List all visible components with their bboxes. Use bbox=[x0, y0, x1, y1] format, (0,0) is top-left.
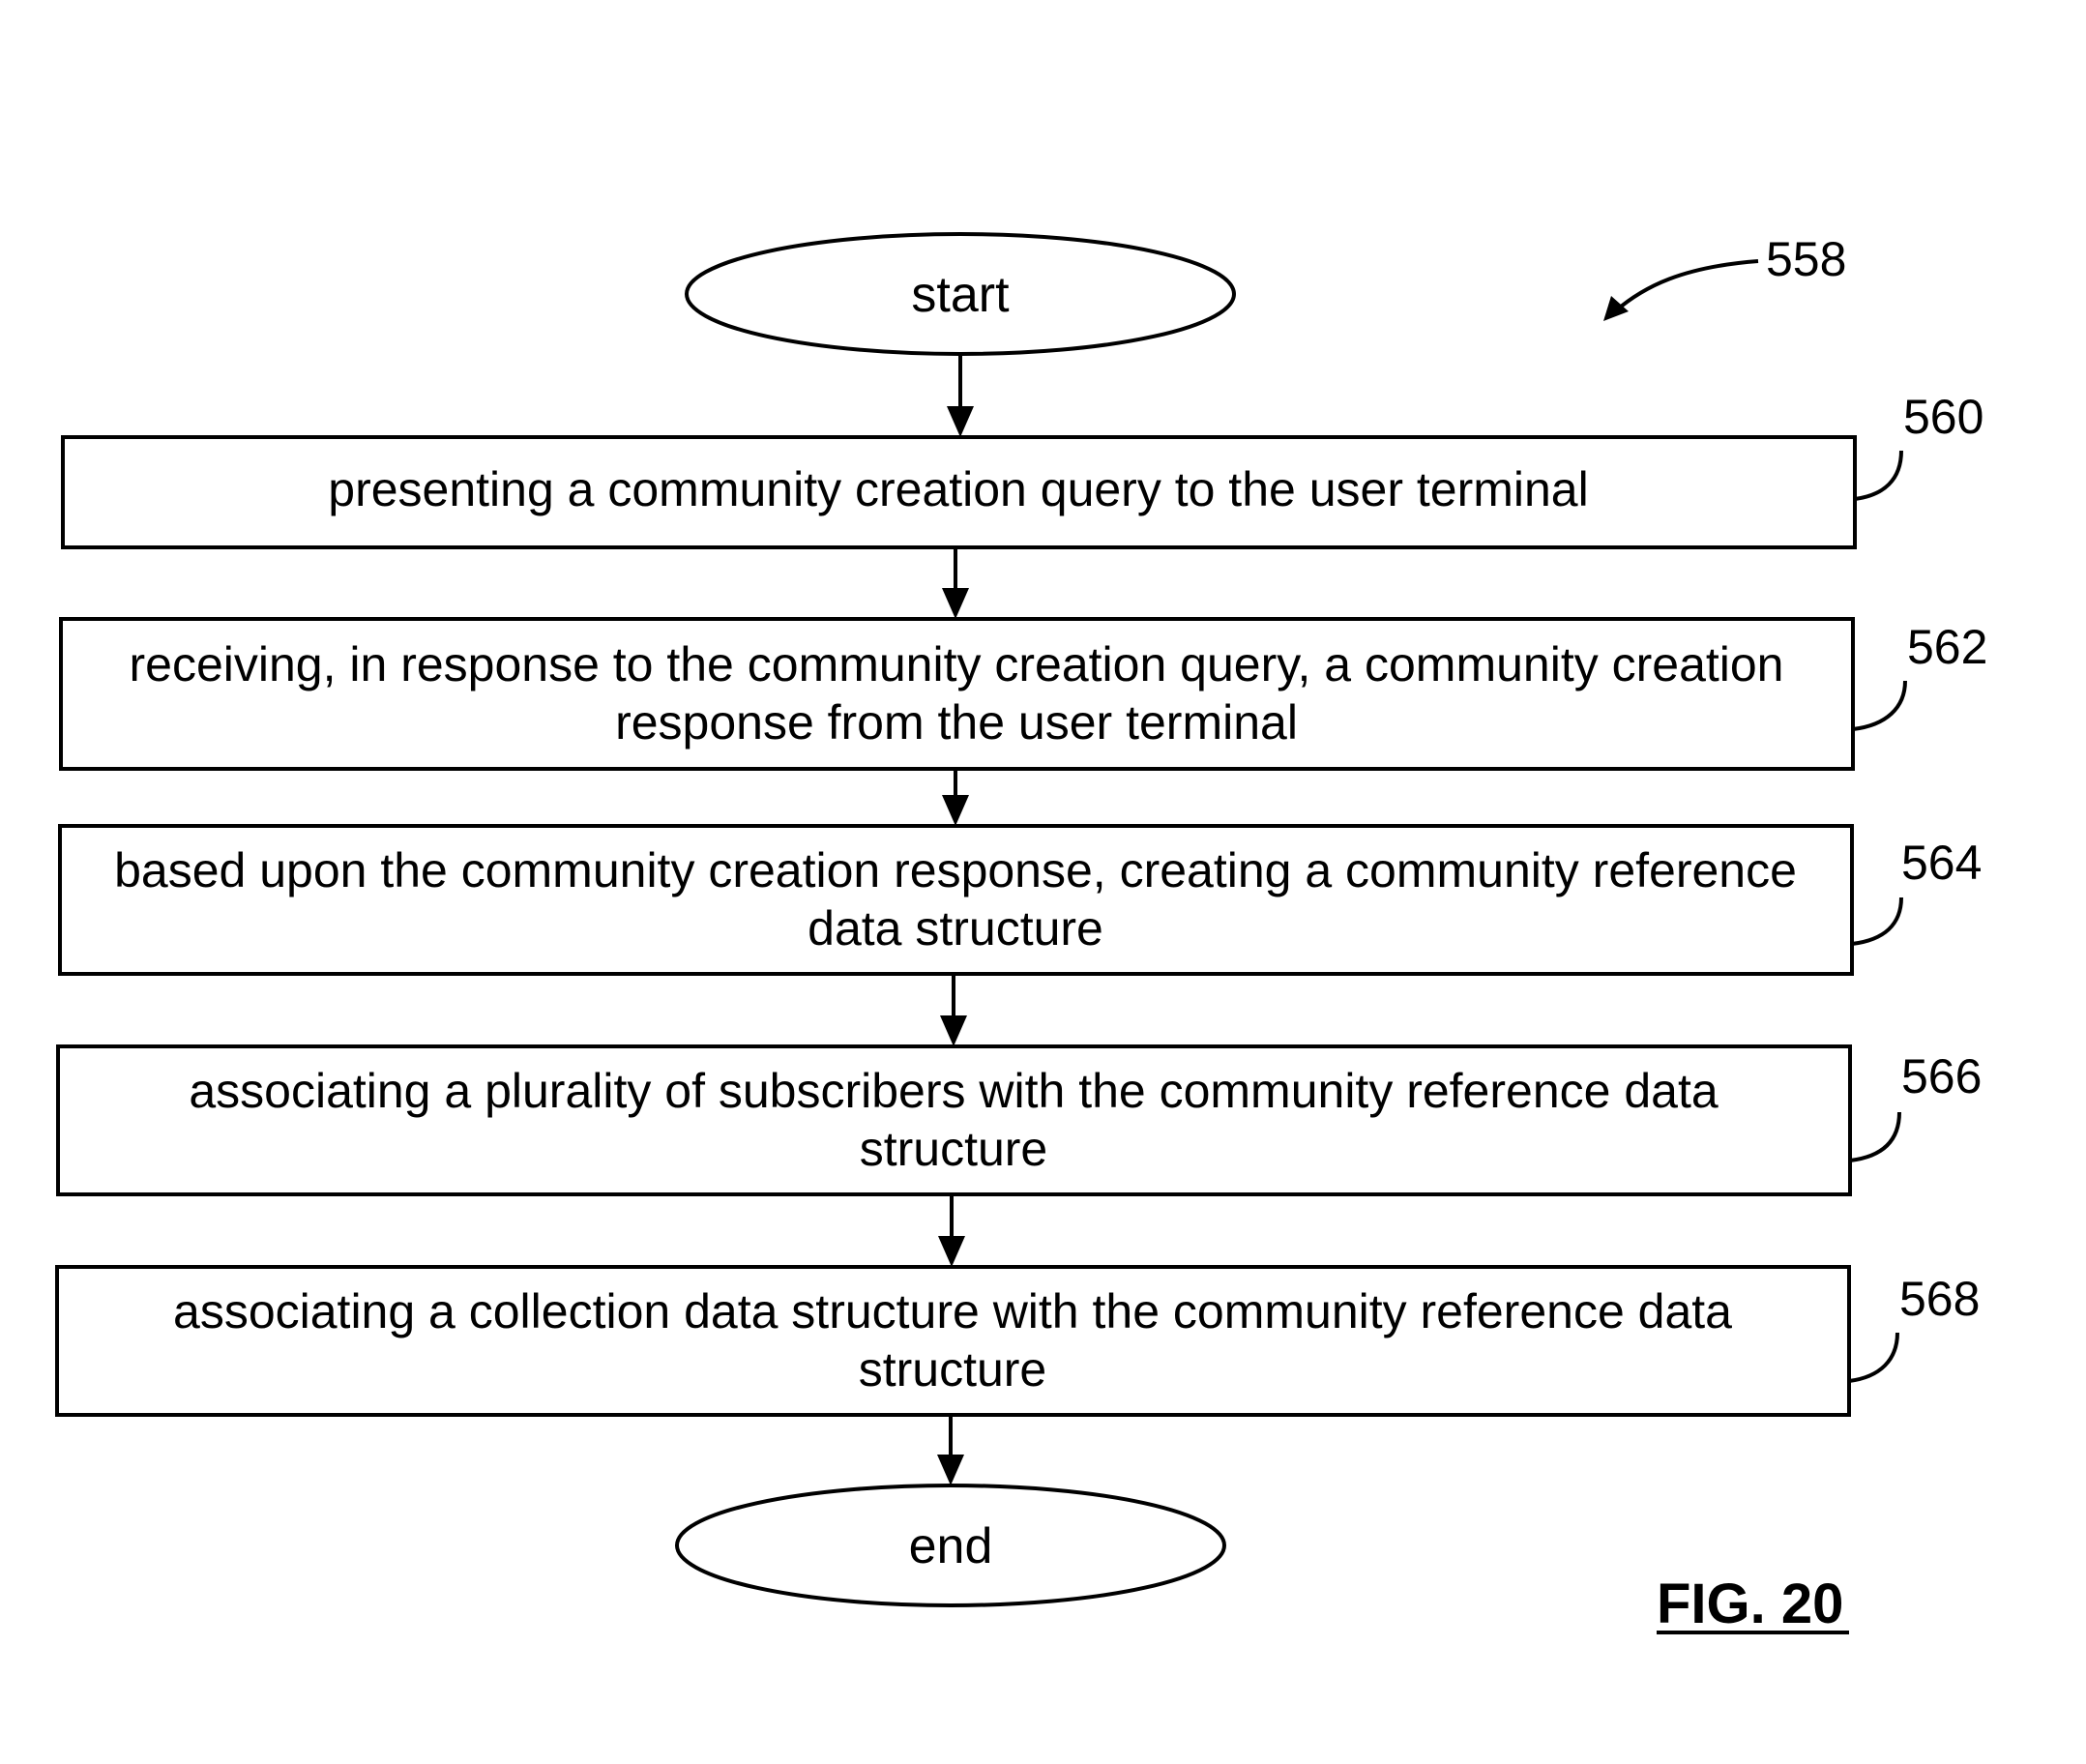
arrowhead-564-to-566 bbox=[940, 1015, 967, 1046]
figure-reference-arrow bbox=[1615, 261, 1758, 311]
reference-leader bbox=[1849, 1333, 1897, 1381]
arrowhead-560-to-562 bbox=[942, 588, 969, 619]
step-text-line: associating a collection data structure … bbox=[173, 1284, 1732, 1338]
start-label: start bbox=[911, 267, 1010, 323]
step-text-line: receiving, in response to the community … bbox=[130, 637, 1784, 691]
figure-caption: FIG. 20 bbox=[1657, 1573, 1849, 1635]
reference-leader bbox=[1853, 681, 1905, 729]
process-step-568: associating a collection data structure … bbox=[57, 1267, 1980, 1415]
figure-label: FIG. 20 bbox=[1657, 1573, 1843, 1635]
step-text-line: structure bbox=[860, 1122, 1048, 1176]
arrowhead-566-to-568 bbox=[938, 1236, 965, 1267]
figure-reference-arrowhead bbox=[1603, 296, 1629, 321]
step-text-line: response from the user terminal bbox=[615, 695, 1298, 750]
step-text-line: based upon the community creation respon… bbox=[114, 843, 1797, 897]
reference-number: 560 bbox=[1903, 390, 1983, 444]
process-step-560: presenting a community creation query to… bbox=[63, 390, 1983, 547]
reference-leader bbox=[1852, 897, 1901, 944]
arrowhead-568-to-end bbox=[937, 1455, 964, 1485]
step-text-line: data structure bbox=[808, 901, 1103, 956]
end-terminal: end bbox=[677, 1485, 1224, 1605]
reference-leader bbox=[1850, 1112, 1899, 1161]
step-text-line: structure bbox=[859, 1342, 1047, 1396]
reference-leader bbox=[1855, 451, 1901, 499]
figure-reference-number: 558 bbox=[1766, 232, 1846, 286]
reference-number: 566 bbox=[1901, 1049, 1982, 1103]
process-step-564: based upon the community creation respon… bbox=[60, 826, 1982, 974]
step-text-line: presenting a community creation query to… bbox=[328, 462, 1588, 516]
arrowhead-start-to-560 bbox=[947, 406, 974, 437]
figure-reference: 558 bbox=[1603, 232, 1846, 321]
process-step-566: associating a plurality of subscribers w… bbox=[58, 1046, 1982, 1194]
reference-number: 568 bbox=[1899, 1272, 1980, 1326]
reference-number: 562 bbox=[1907, 620, 1987, 674]
start-terminal: start bbox=[687, 234, 1234, 354]
arrowhead-562-to-564 bbox=[942, 795, 969, 826]
reference-number: 564 bbox=[1901, 836, 1982, 890]
process-step-562: receiving, in response to the community … bbox=[61, 619, 1987, 769]
step-text-line: associating a plurality of subscribers w… bbox=[189, 1064, 1718, 1118]
end-label: end bbox=[909, 1518, 993, 1574]
